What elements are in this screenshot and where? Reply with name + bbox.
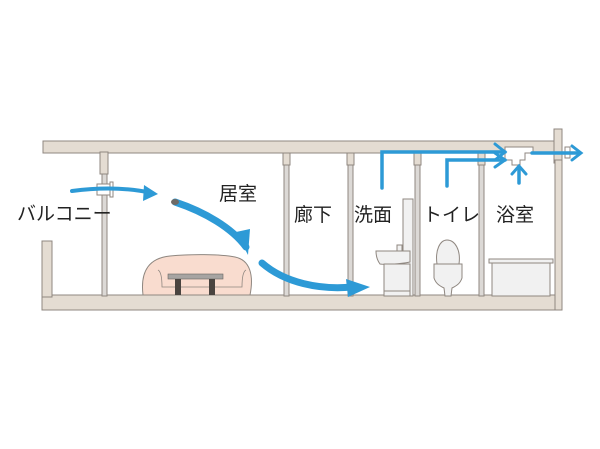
- room-label-toilet: トイレ: [423, 204, 481, 226]
- room-label-washroom: 洗面: [354, 204, 393, 226]
- room-label-hallway: 廊下: [294, 204, 333, 226]
- room-label-balcony: バルコニー: [17, 203, 112, 225]
- room-label-bathroom: 浴室: [496, 204, 535, 226]
- toilet-icon: [433, 239, 463, 297]
- bathtub-icon: [488, 258, 554, 297]
- washbasin-icon: [375, 198, 414, 297]
- airflow-arrows: [70, 142, 584, 297]
- room-label-living: 居室: [219, 183, 258, 205]
- sofa-icon: [141, 254, 252, 296]
